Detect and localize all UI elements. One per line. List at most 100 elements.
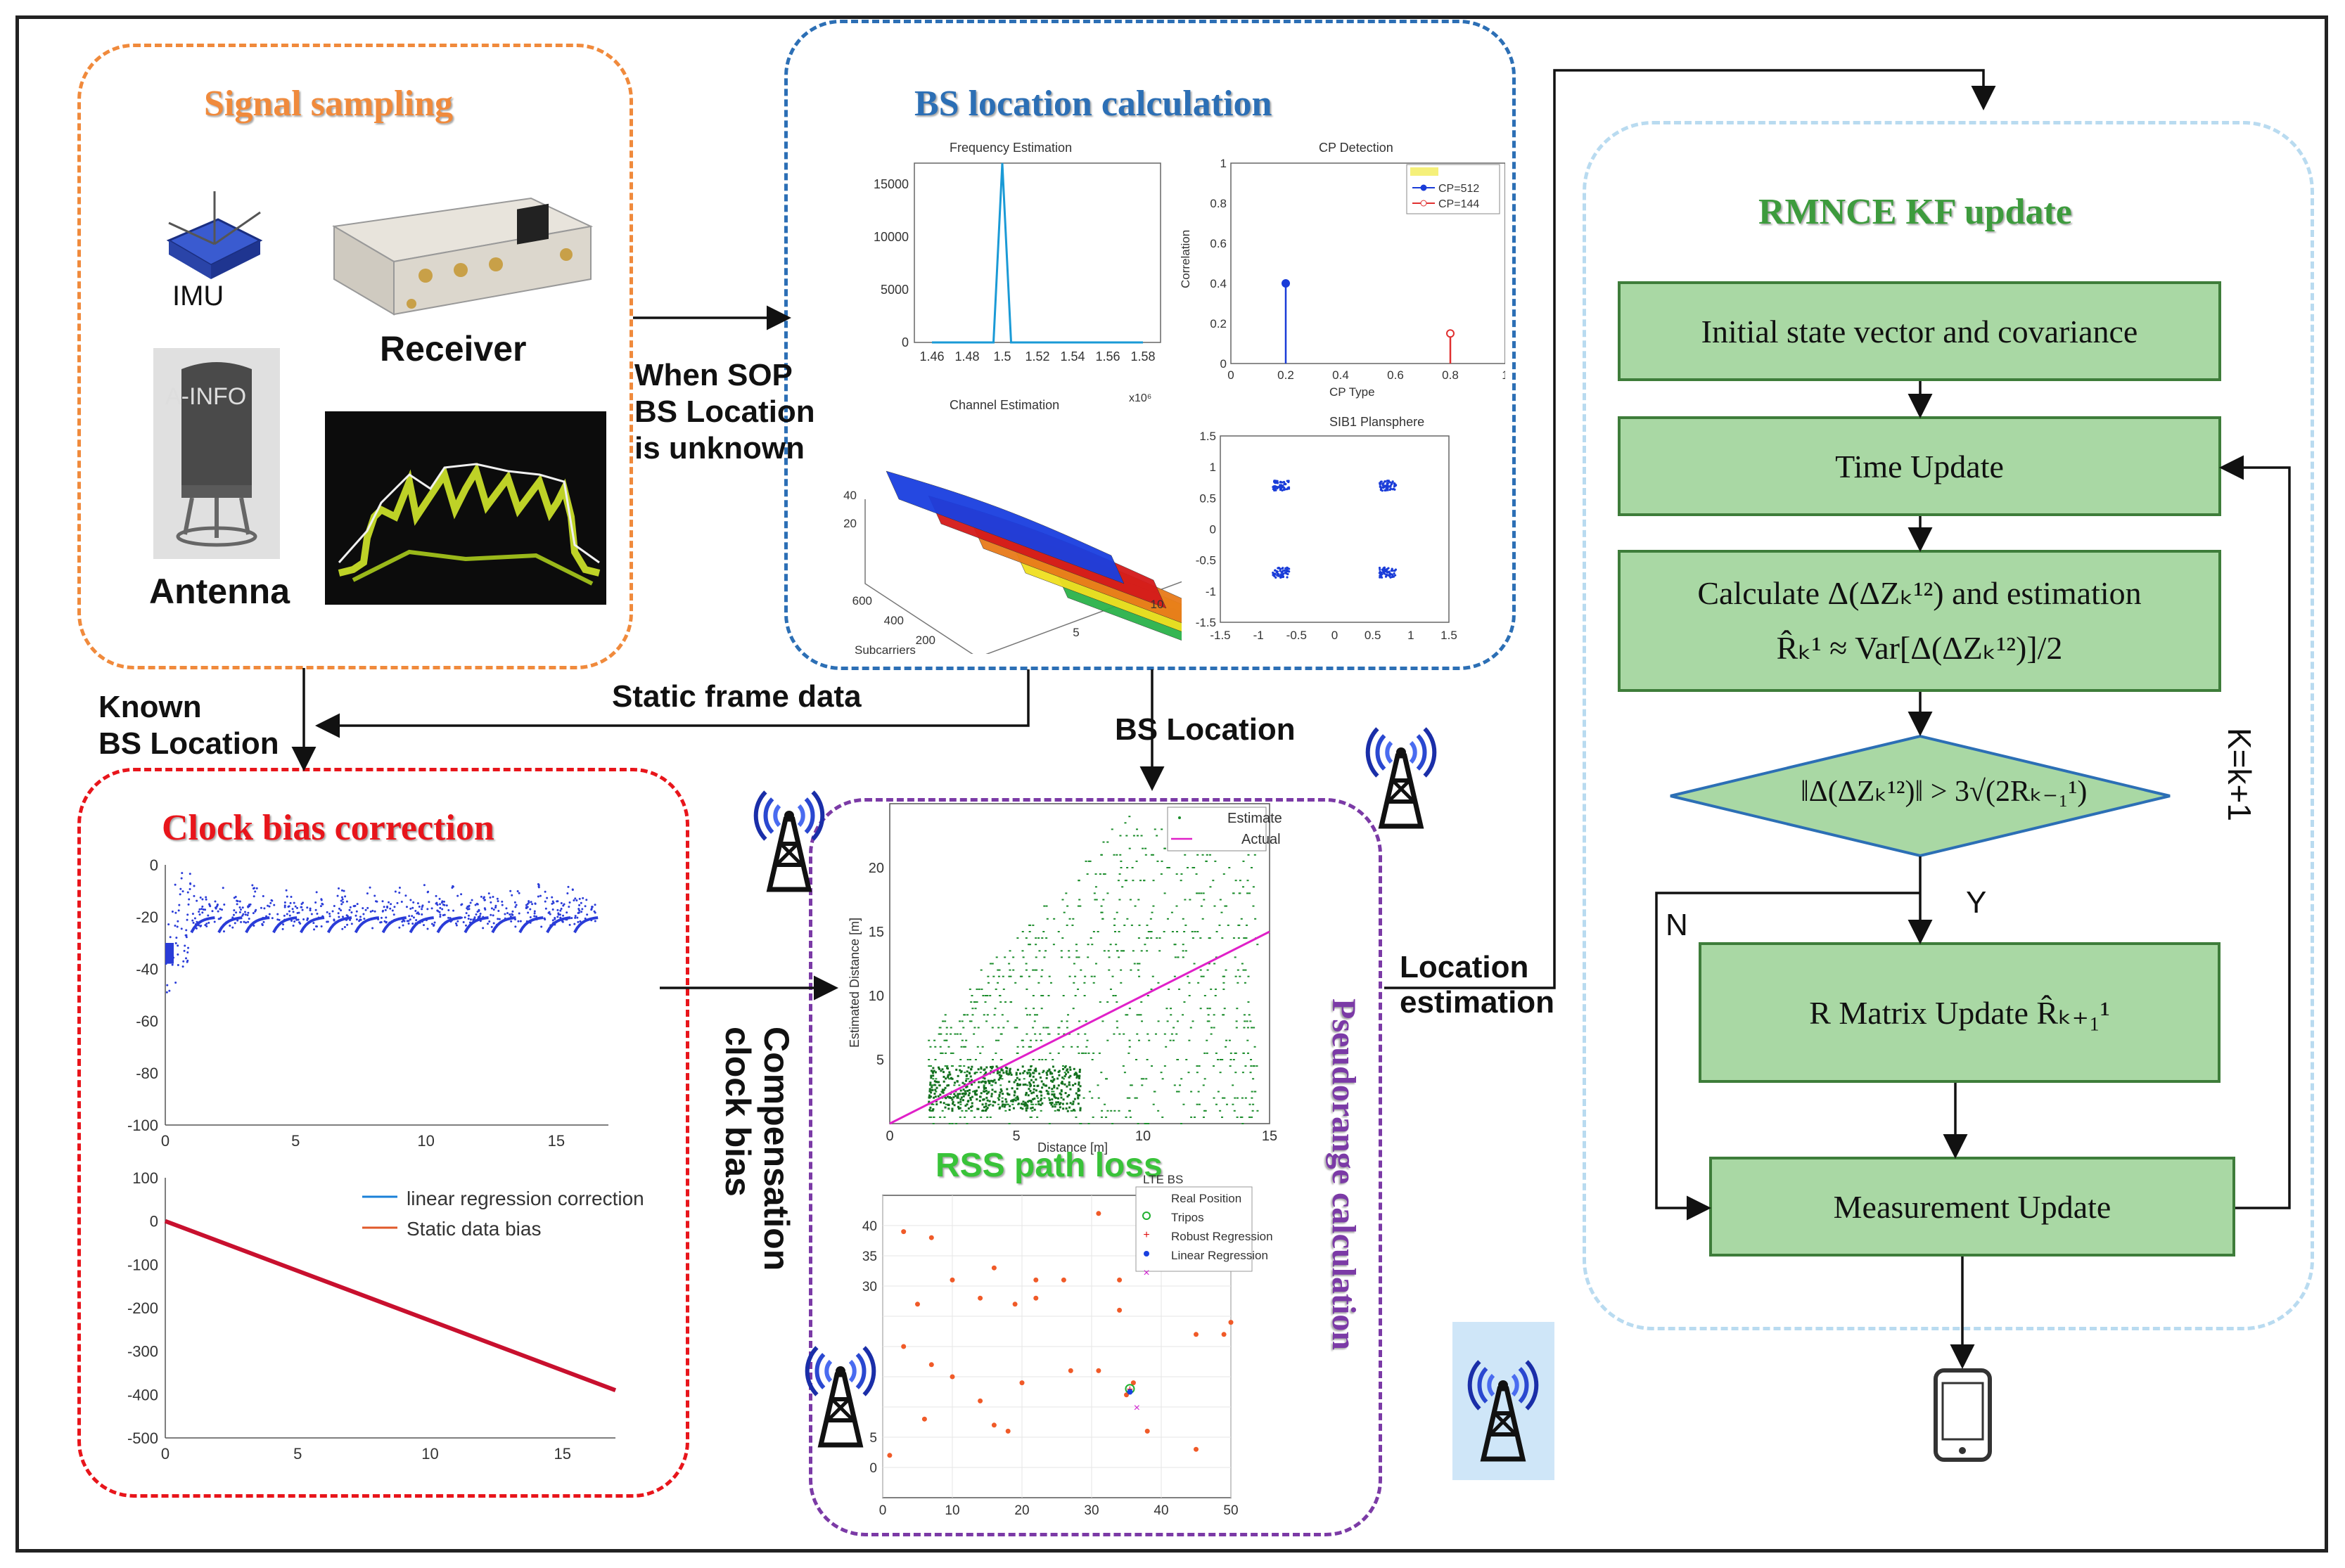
estimate-point	[1035, 1014, 1038, 1016]
estimate-point	[999, 1084, 1002, 1086]
bias-point	[514, 925, 517, 928]
estimate-point	[961, 1093, 964, 1095]
estimate-point	[1061, 1020, 1063, 1022]
bias-point	[254, 890, 257, 893]
estimate-point	[1189, 1027, 1192, 1029]
estimate-point	[1185, 1059, 1188, 1060]
estimate-point	[1068, 1033, 1071, 1035]
bias-point	[383, 906, 385, 908]
bias-point	[490, 925, 493, 928]
estimate-point	[1034, 1033, 1037, 1035]
estimate-point	[1062, 1067, 1065, 1070]
estimate-point	[1065, 1073, 1068, 1076]
estimate-point	[1030, 1046, 1033, 1048]
estimate-point	[1234, 1097, 1237, 1099]
estimate-point	[994, 1101, 997, 1104]
estimate-point	[1001, 1078, 1004, 1080]
constellation-point	[1393, 570, 1396, 572]
estimate-point	[983, 1098, 985, 1101]
estimate-point	[1138, 924, 1141, 926]
bias-point	[510, 920, 513, 923]
bias-point	[490, 901, 492, 904]
yes-label: Y	[1966, 885, 1987, 920]
estimate-point	[1133, 963, 1136, 965]
estimate-point	[945, 1097, 947, 1100]
bias-point	[486, 923, 489, 925]
constellation-point	[1381, 576, 1384, 579]
estimate-point	[1030, 1065, 1033, 1068]
estimate-point	[1194, 1116, 1196, 1118]
cell-tower-icon	[805, 1346, 876, 1448]
bias-point	[219, 908, 222, 911]
y-tick-label: -300	[127, 1343, 158, 1361]
estimate-point	[1072, 1084, 1075, 1086]
estimate-point	[1086, 1039, 1089, 1041]
x-tick-label: 40	[1154, 1503, 1168, 1518]
tower-wave	[1416, 734, 1427, 771]
estimate-point	[1025, 1107, 1028, 1110]
estimate-point	[1050, 1079, 1053, 1082]
estimate-point	[980, 1066, 983, 1069]
bias-point	[217, 910, 219, 913]
bias-point	[296, 906, 299, 909]
constellation-point	[1279, 570, 1282, 572]
estimate-point	[1126, 867, 1129, 868]
estimate-point	[1247, 1001, 1250, 1003]
estimate-point	[1066, 1085, 1068, 1088]
bias-point	[492, 922, 495, 925]
bias-point	[298, 911, 300, 914]
bias-point	[253, 887, 256, 889]
estimate-point	[1043, 905, 1046, 907]
estimate-point	[1113, 924, 1116, 926]
estimate-point	[946, 1095, 949, 1098]
x-tick-label: 1.48	[954, 349, 979, 364]
estimate-point	[1252, 886, 1255, 888]
estimate-point	[947, 1074, 950, 1077]
estimate-point	[1224, 905, 1227, 907]
estimate-point	[1091, 944, 1094, 946]
estimate-point	[1040, 1091, 1042, 1093]
estimate-point	[1124, 822, 1127, 824]
estimate-point	[1104, 1103, 1106, 1105]
estimate-point	[1069, 1088, 1072, 1091]
bias-point	[176, 925, 179, 928]
legend-marker: +	[1143, 1229, 1149, 1241]
constellation-point	[1389, 487, 1393, 490]
estimate-point	[1196, 854, 1199, 856]
compensation-label: Compensation	[757, 1027, 796, 1271]
estimate-point	[1146, 1033, 1149, 1035]
estimate-point	[1049, 982, 1052, 984]
bias-point	[488, 920, 491, 923]
estimate-point	[1057, 1027, 1060, 1029]
estimate-point	[958, 1065, 961, 1067]
estimate-point	[1011, 1099, 1014, 1102]
estimate-point	[977, 1027, 980, 1029]
estimate-point	[1047, 1033, 1050, 1035]
bias-point	[268, 905, 271, 908]
estimate-point	[1028, 1069, 1030, 1072]
estimate-point	[1075, 1092, 1078, 1095]
estimate-point	[1116, 1020, 1118, 1022]
estimate-point	[1000, 1090, 1003, 1093]
bias-point	[392, 913, 395, 916]
estimate-point	[1140, 1001, 1143, 1003]
estimate-point	[988, 1104, 990, 1107]
channel-ribbon	[886, 470, 1125, 584]
estimate-point	[1083, 995, 1086, 996]
estimate-point	[1060, 950, 1063, 952]
bias-point	[381, 900, 384, 903]
bias-point	[557, 912, 560, 915]
bias-point	[174, 981, 177, 984]
estimate-point	[957, 1097, 960, 1099]
bias-point	[578, 909, 581, 912]
estimate-point	[1021, 931, 1024, 932]
estimate-point	[1126, 1014, 1129, 1016]
estimate-point	[1166, 1020, 1169, 1022]
estimate-point	[1042, 1083, 1045, 1086]
estimate-point	[1235, 1020, 1238, 1022]
bias-point	[186, 918, 189, 921]
bias-point	[362, 907, 364, 910]
